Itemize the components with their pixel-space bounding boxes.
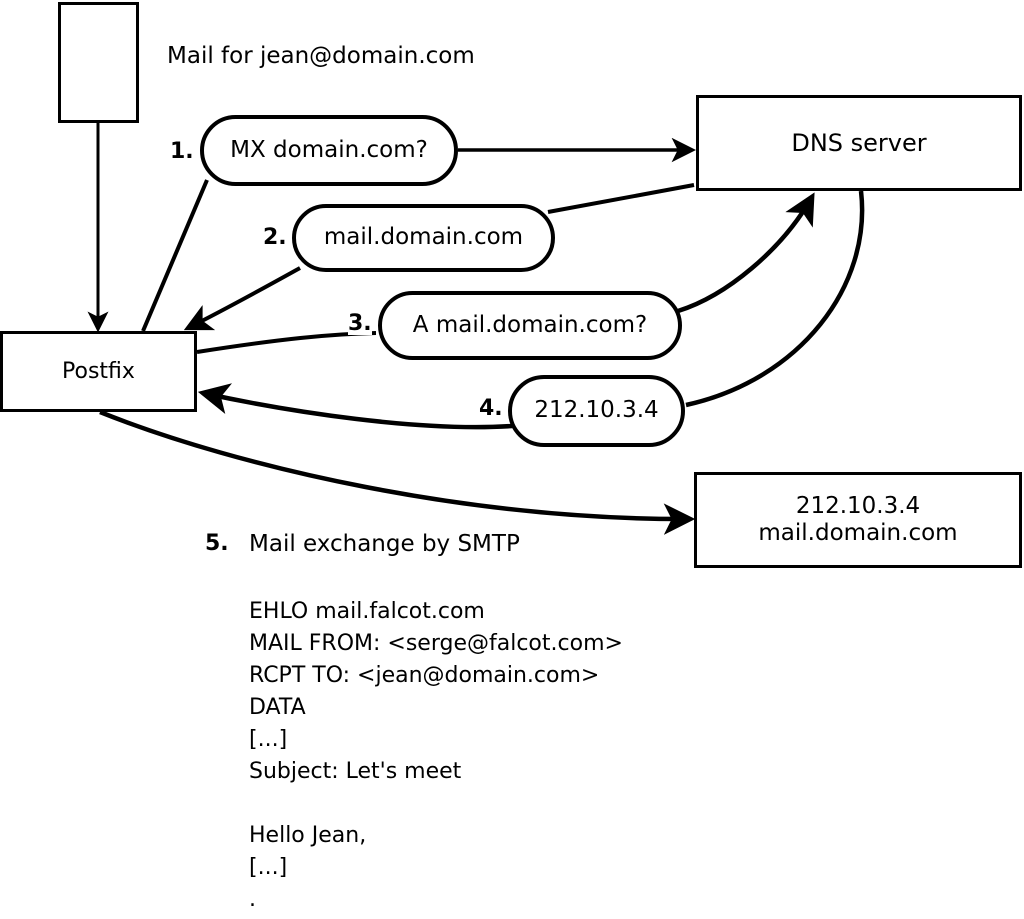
step-4-pill-a-answer: 212.10.3.4 [508, 375, 685, 447]
arrow-postfix-to-mailserver-smtp [99, 409, 696, 535]
smtp-line: Hello Jean, [249, 823, 367, 848]
smtp-line: RCPT TO: <jean@domain.com> [249, 663, 600, 688]
source-box [58, 2, 139, 123]
step-1-pill-mx-query: MX domain.com? [200, 115, 458, 186]
smtp-line: EHLO mail.falcot.com [249, 599, 485, 624]
step-2-label: mail.domain.com [323, 224, 524, 251]
line-postfix-to-mx-query [141, 179, 209, 332]
arrow-a-answer-to-postfix [197, 383, 513, 430]
postfix-label: Postfix [62, 358, 135, 384]
smtp-line: [...] [249, 727, 288, 752]
postfix-node: Postfix [0, 331, 197, 412]
mail-server-node: 212.10.3.4 mail.domain.com [694, 472, 1022, 568]
smtp-line: [...] [249, 855, 288, 880]
smtp-line: DATA [249, 695, 306, 720]
step-4-label: 212.10.3.4 [534, 397, 659, 424]
smtp-line-blank [249, 788, 623, 820]
step-5-label: Mail exchange by SMTP [249, 531, 520, 557]
step-3-number: 3. [348, 311, 372, 336]
step-3-label: A mail.domain.com? [412, 311, 648, 338]
mail-for-caption: Mail for jean@domain.com [167, 43, 475, 69]
line-dns-to-a-answer [685, 190, 865, 408]
smtp-line: MAIL FROM: <serge@falcot.com> [249, 631, 623, 656]
smtp-line: . [249, 887, 256, 912]
step-2-pill-mx-answer: mail.domain.com [292, 204, 555, 272]
step-5-number: 5. [205, 531, 229, 556]
smtp-line: Subject: Let's meet [249, 759, 462, 784]
arrow-mx-answer-to-postfix [183, 266, 301, 331]
mail-server-hostname: mail.domain.com [758, 520, 958, 546]
step-1-label: MX domain.com? [230, 136, 428, 163]
dns-server-node: DNS server [696, 95, 1022, 191]
step-2-number: 2. [263, 225, 287, 250]
line-dns-to-mx-answer [547, 183, 695, 214]
step-3-pill-a-query: A mail.domain.com? [378, 291, 682, 360]
arrow-a-query-to-dns [677, 192, 815, 314]
step-4-number: 4. [479, 396, 503, 421]
dns-server-label: DNS server [791, 128, 927, 157]
step-1-number: 1. [170, 139, 194, 164]
mail-server-ip: 212.10.3.4 [795, 492, 921, 519]
